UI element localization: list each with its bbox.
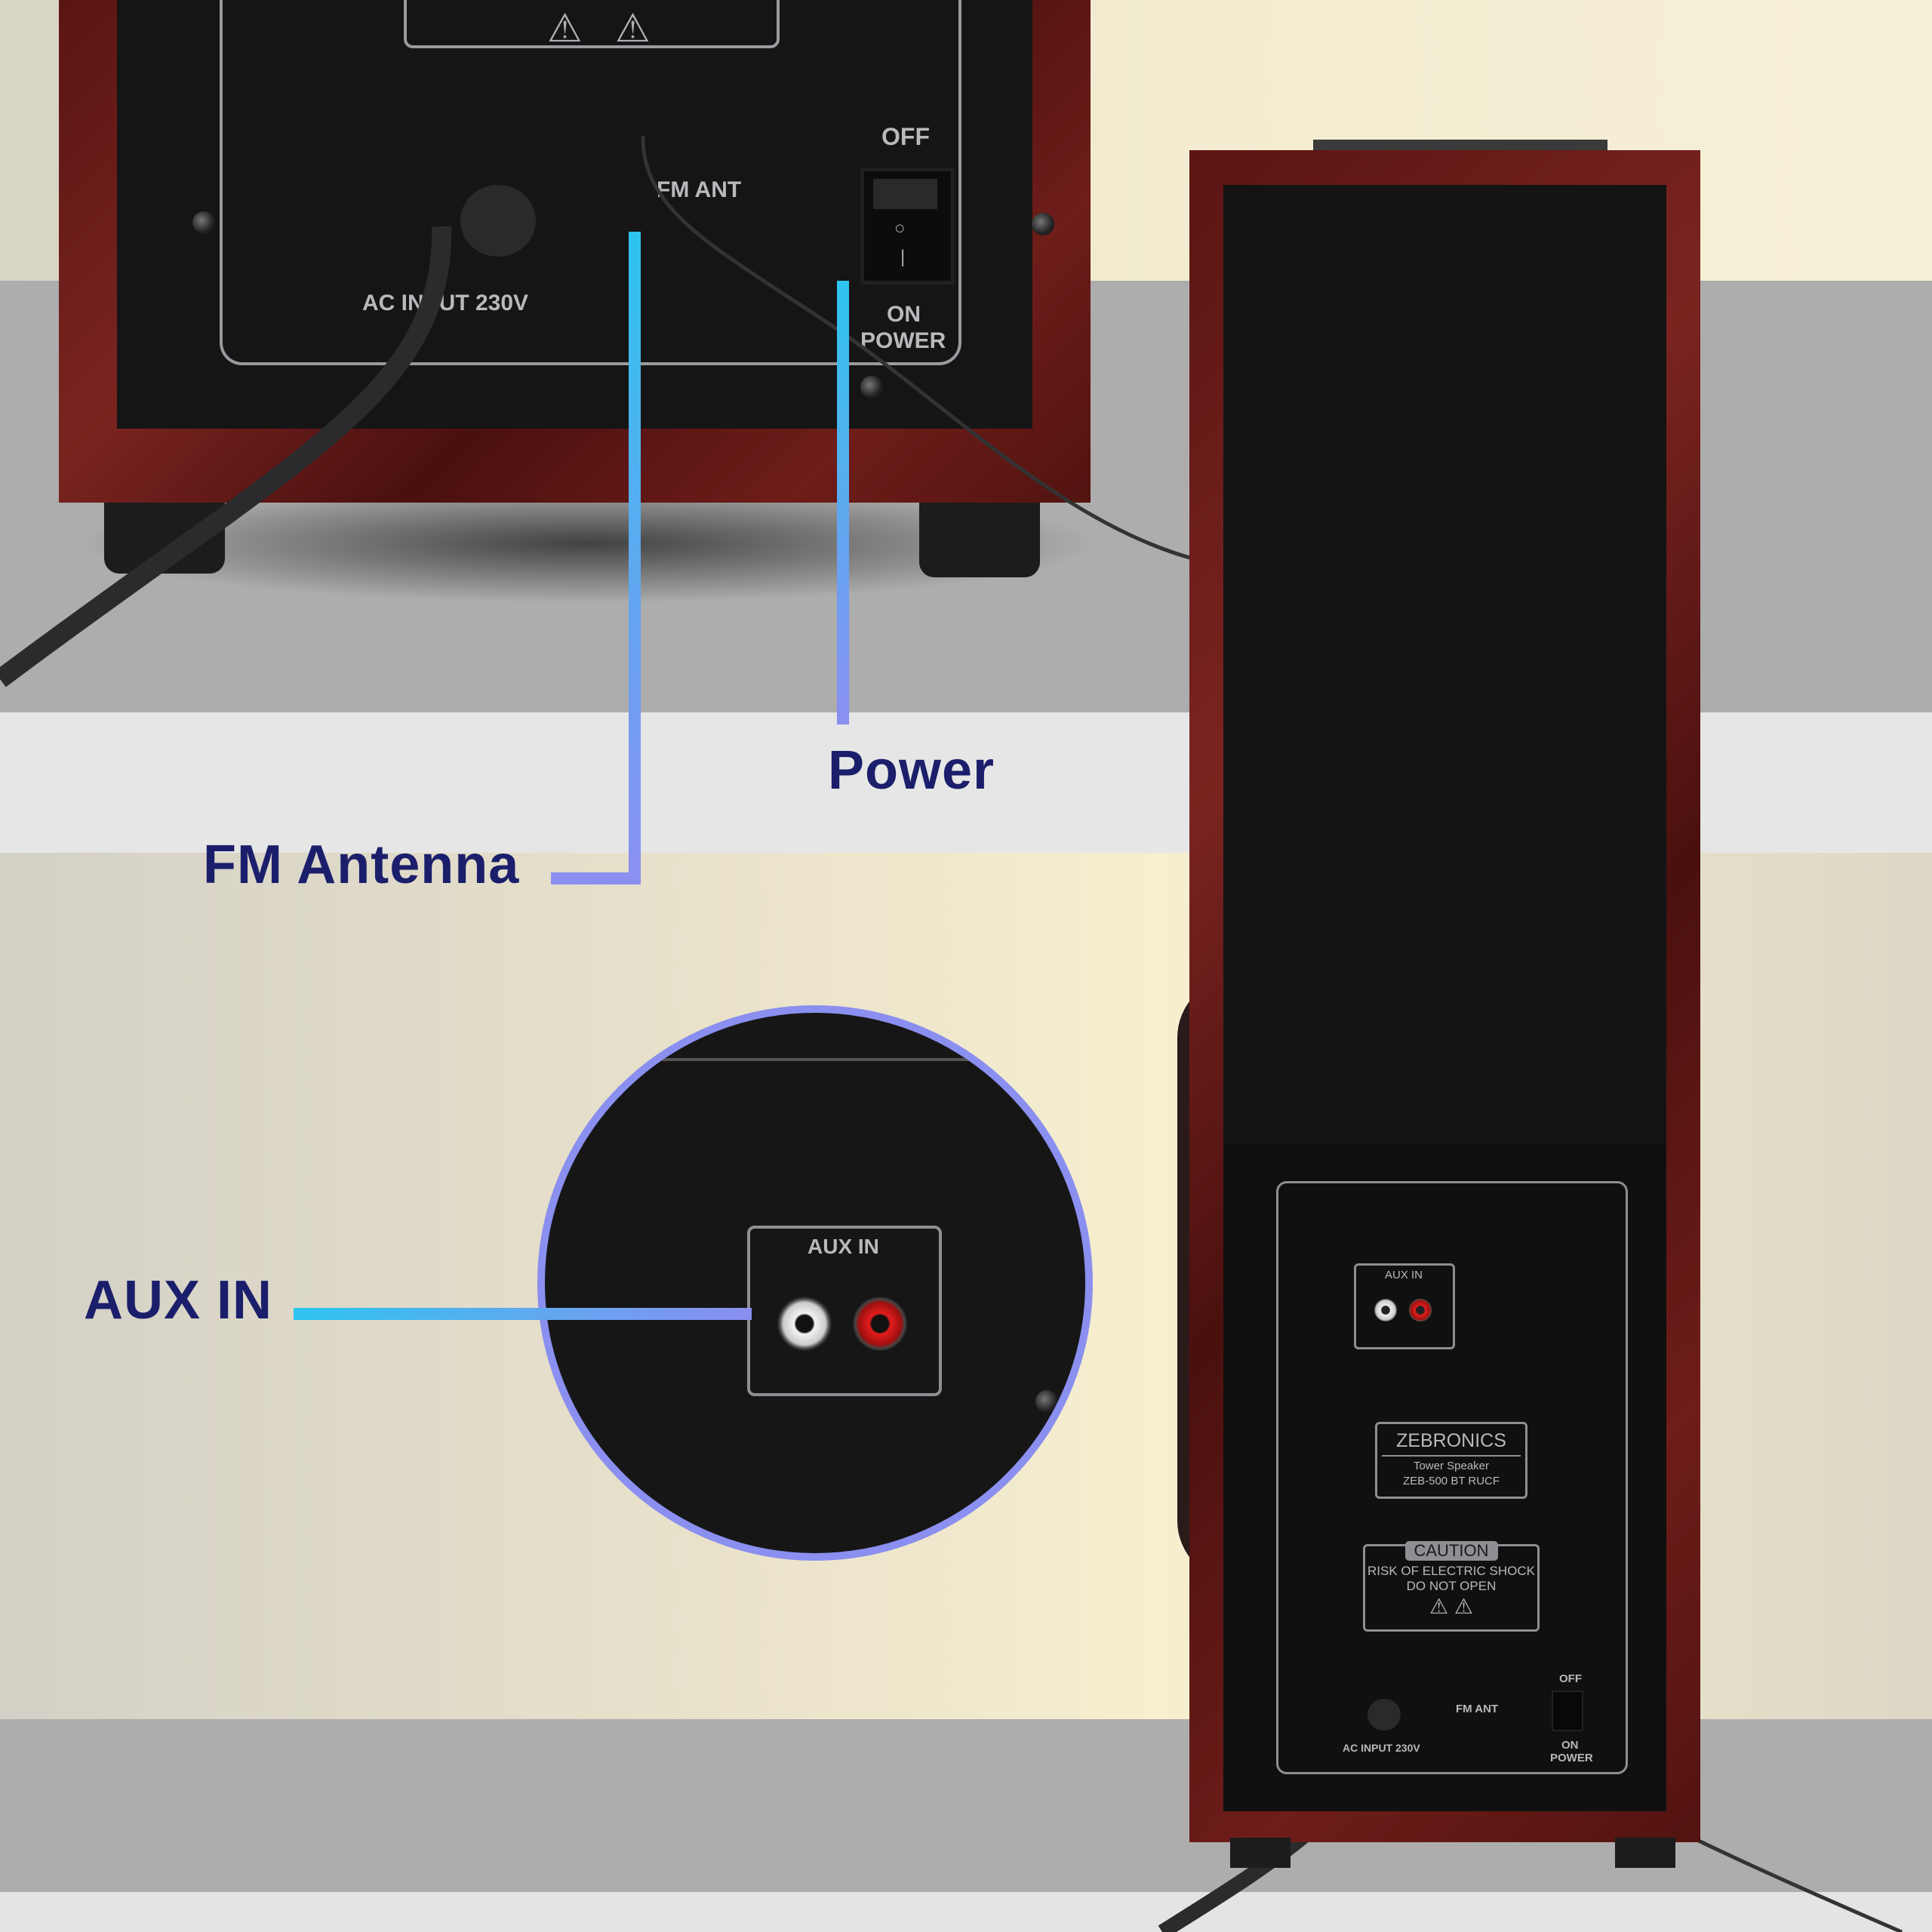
model-number: ZEB-500 BT RUCF bbox=[1402, 1475, 1500, 1487]
ac-input-label: AC INPUT 230V bbox=[362, 291, 529, 315]
caution-plate: CAUTION RISK OF ELECTRIC SHOCK DO NOT OP… bbox=[1363, 1541, 1540, 1632]
zoom-rca-jack-white[interactable] bbox=[777, 1297, 832, 1351]
warning-triangle-icon: ⚠ bbox=[615, 7, 651, 51]
tower-power-switch bbox=[1552, 1690, 1583, 1731]
subwoofer-label-plate: ⚠ ⚠ bbox=[220, 0, 961, 365]
switch-off-symbol-icon: ○ bbox=[894, 218, 906, 238]
screw bbox=[860, 376, 883, 398]
power-callout-label: Power bbox=[828, 740, 995, 801]
tower-foot-left bbox=[1230, 1838, 1291, 1868]
warning-plate bbox=[404, 0, 780, 48]
subwoofer-power-cord bbox=[0, 226, 452, 688]
subwoofer-foot-right bbox=[919, 491, 1040, 577]
screw bbox=[1035, 1390, 1058, 1413]
brand-plate-divider bbox=[1382, 1455, 1521, 1457]
warning-triangles-icon: ⚠ ⚠ bbox=[1429, 1595, 1473, 1618]
zoom-aux-in-label: AUX IN bbox=[808, 1235, 879, 1258]
warning-line-2: DO NOT OPEN bbox=[1406, 1579, 1497, 1593]
aux-in-label: AUX IN bbox=[1385, 1269, 1423, 1281]
brand-plate: ZEBRONICS Tower Speaker ZEB-500 BT RUCF bbox=[1375, 1422, 1527, 1499]
tower-on-label: ON bbox=[1561, 1739, 1579, 1752]
caution-label: CAUTION bbox=[1404, 1541, 1498, 1561]
shock-warning-icon: ⚠ bbox=[547, 7, 583, 51]
power-cord-grommet bbox=[460, 185, 536, 257]
tower-foot-right bbox=[1615, 1838, 1675, 1868]
off-label: OFF bbox=[881, 123, 930, 150]
tower-ac-input-label: AC INPUT 230V bbox=[1343, 1742, 1420, 1754]
power-switch: ○ | bbox=[860, 168, 955, 285]
fm-antenna-callout-label: FM Antenna bbox=[203, 835, 520, 895]
fm-antenna-wire bbox=[641, 135, 1193, 561]
aux-in-zoom-circle: AUX IN bbox=[537, 1005, 1093, 1561]
switch-on-symbol-icon: | bbox=[900, 247, 906, 267]
rca-jack-white[interactable] bbox=[1374, 1299, 1397, 1321]
tower-speaker: AUX IN ZEBRONICS Tower Speaker ZEB-500 B… bbox=[1177, 140, 1706, 1868]
aux-in-callout-line bbox=[294, 1308, 752, 1320]
background-floor bbox=[0, 1892, 1932, 1932]
tower-off-label: OFF bbox=[1559, 1672, 1582, 1685]
screw bbox=[1032, 213, 1054, 235]
tower-cord-grommet bbox=[1367, 1699, 1401, 1730]
fm-ant-label: FM ANT bbox=[657, 177, 742, 202]
aux-in-callout-label: AUX IN bbox=[84, 1270, 273, 1331]
tower-label-plate: AUX IN ZEBRONICS Tower Speaker ZEB-500 B… bbox=[1276, 1181, 1628, 1774]
tower-back-panel: AUX IN ZEBRONICS Tower Speaker ZEB-500 B… bbox=[1223, 185, 1666, 1811]
product-type: Tower Speaker bbox=[1413, 1460, 1490, 1472]
on-label: ON bbox=[887, 302, 921, 327]
power-callout-line bbox=[837, 281, 849, 724]
tower-fm-ant-label: FM ANT bbox=[1456, 1703, 1499, 1715]
rca-jack-red[interactable] bbox=[1409, 1299, 1432, 1321]
power-label: POWER bbox=[860, 328, 946, 353]
tower-terminal-section: AUX IN ZEBRONICS Tower Speaker ZEB-500 B… bbox=[1223, 1143, 1666, 1811]
fm-antenna-callout-line bbox=[551, 232, 641, 884]
screw bbox=[192, 211, 215, 234]
aux-in-box: AUX IN bbox=[1354, 1263, 1455, 1349]
tower-power-label: POWER bbox=[1550, 1752, 1593, 1764]
zoom-rca-jack-red[interactable] bbox=[853, 1297, 907, 1351]
brand-name: ZEBRONICS bbox=[1396, 1430, 1506, 1451]
warning-line-1: RISK OF ELECTRIC SHOCK bbox=[1367, 1564, 1535, 1578]
switch-rocker bbox=[873, 179, 937, 209]
zoom-panel-edge bbox=[590, 1058, 1085, 1061]
subwoofer-back-panel: ⚠ ⚠ FM ANT OFF ○ | ON POWER AC INPUT 230… bbox=[117, 0, 1054, 429]
